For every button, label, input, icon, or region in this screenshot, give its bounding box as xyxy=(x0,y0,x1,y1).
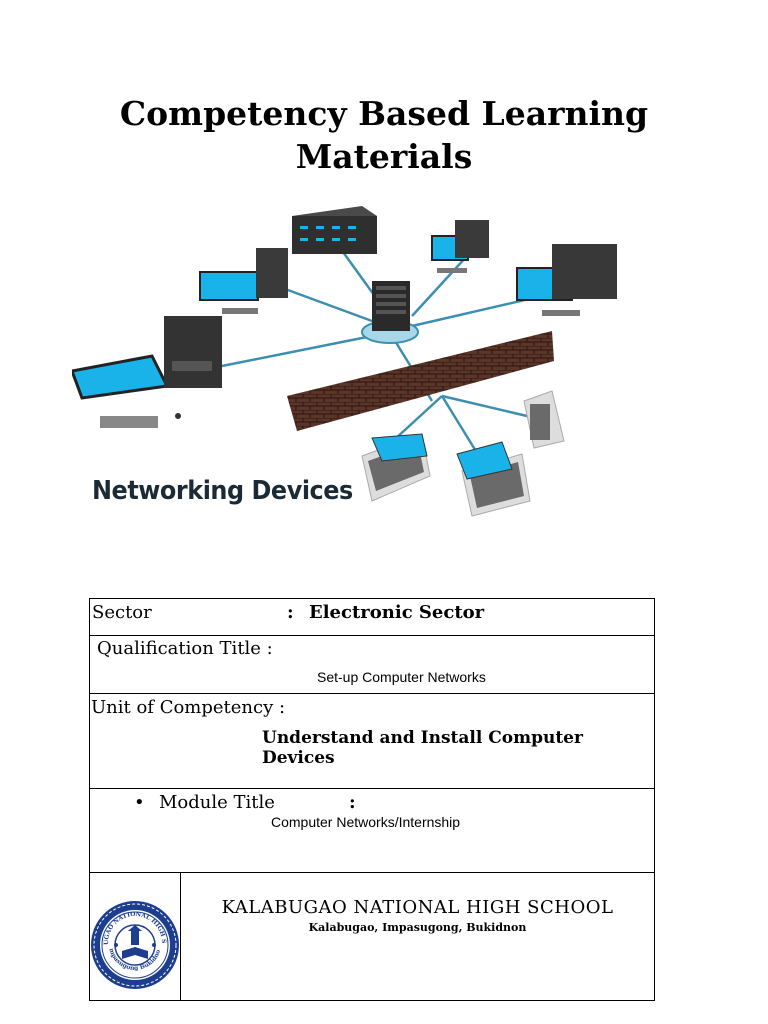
title-line-2: Materials xyxy=(295,137,473,176)
firewall-icon xyxy=(287,331,554,431)
server-rack-icon xyxy=(372,281,410,331)
module-colon: : xyxy=(349,792,356,813)
school-name: KALABUGAO NATIONAL HIGH SCHOOL xyxy=(221,897,614,918)
unit-of-competency-row: Unit of Competency : Understand and Inst… xyxy=(90,694,654,789)
server-rack-icon xyxy=(292,206,377,254)
laptop-icon xyxy=(456,441,531,517)
school-seal-icon: KALABUGAO NATIONAL HIGH SCHOOL Impasugon… xyxy=(87,868,179,989)
qualification-row: Qualification Title : Set-up Computer Ne… xyxy=(90,636,654,694)
sector-row: Sector : Electronic Sector xyxy=(90,599,654,636)
qualification-label: Qualification Title : xyxy=(97,638,273,659)
desktop-computer-icon xyxy=(69,316,222,428)
sector-value: Electronic Sector xyxy=(309,602,485,623)
unit-label: Unit of Competency : xyxy=(91,697,286,718)
networking-devices-illustration: Networking Devices xyxy=(69,186,642,534)
school-address: Kalabugao, Impasugong, Bukidnon xyxy=(308,921,527,934)
school-row: KALABUGAO NATIONAL HIGH SCHOOL Impasugon… xyxy=(87,868,654,1000)
document-title: Competency Based Learning Materials xyxy=(0,92,768,178)
sector-colon: : xyxy=(287,602,294,623)
desktop-computer-icon xyxy=(516,244,617,316)
qualification-value: Set-up Computer Networks xyxy=(317,669,486,685)
hero-caption: Networking Devices xyxy=(92,476,353,506)
cover-info-table: Sector : Electronic Sector Qualification… xyxy=(87,598,655,1001)
desktop-computer-icon xyxy=(431,220,489,273)
sector-label: Sector xyxy=(92,602,152,623)
module-label: Module Title xyxy=(159,792,275,813)
school-logo-cell: KALABUGAO NATIONAL HIGH SCHOOL Impasugon… xyxy=(87,868,181,1000)
module-title-row: • Module Title : Computer Networks/Inter… xyxy=(90,789,654,873)
laptop-icon xyxy=(523,390,565,449)
module-bullet: • xyxy=(134,792,145,813)
unit-value: Understand and Install Computer Devices xyxy=(262,728,583,768)
desktop-computer-icon xyxy=(199,248,288,314)
network-diagram-icon xyxy=(69,206,617,517)
laptop-icon xyxy=(361,433,431,502)
module-value: Computer Networks/Internship xyxy=(271,814,461,830)
title-line-1: Competency Based Learning xyxy=(119,94,649,133)
